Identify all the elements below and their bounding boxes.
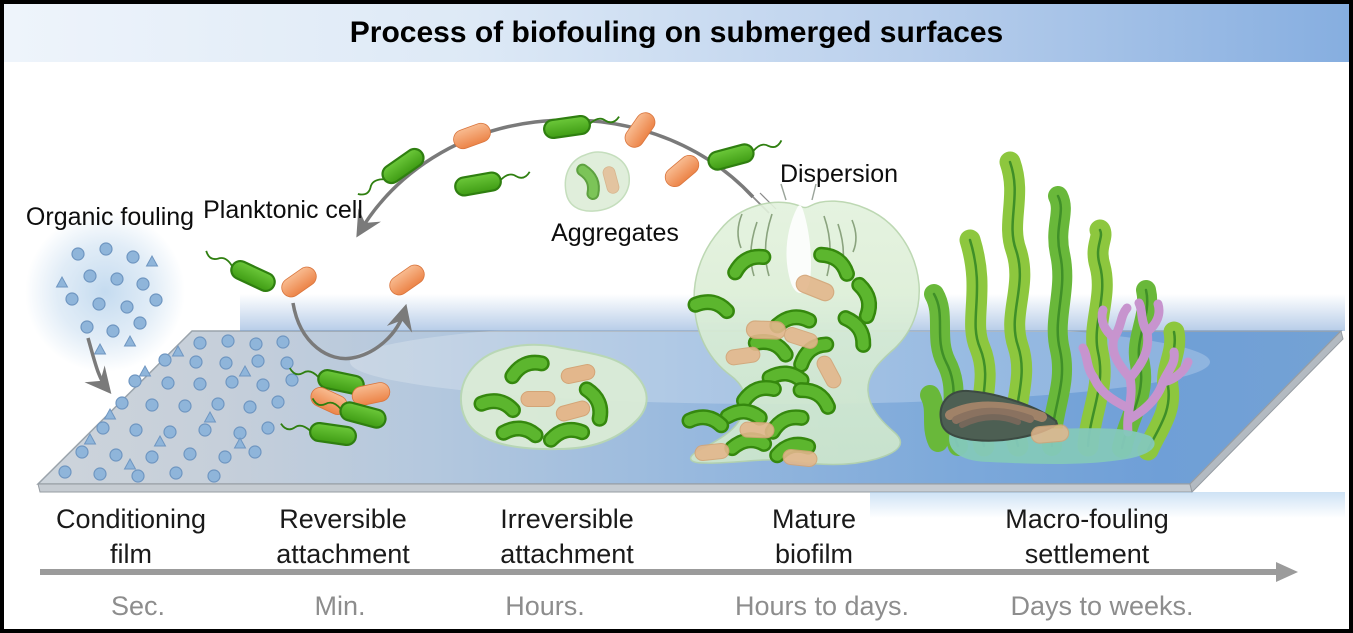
reversible-arrow — [291, 302, 413, 361]
header-banner: Process of biofouling on submerged surfa… — [4, 4, 1349, 62]
mature-biofilm — [690, 183, 920, 468]
settled-rod — [1030, 423, 1070, 445]
time-hours-to-days: Hours to days. — [734, 591, 910, 621]
label-organic-fouling: Organic fouling — [25, 203, 195, 231]
label-aggregates: Aggregates — [551, 219, 679, 247]
figure-title: Process of biofouling on submerged surfa… — [349, 16, 1004, 49]
time-min: Min. — [314, 591, 366, 621]
timeline-arrow — [40, 562, 1298, 582]
time-sec: Sec. — [110, 591, 166, 621]
organic-fouling-cluster — [25, 212, 185, 372]
aggregates-blob — [564, 151, 630, 212]
mussel — [939, 389, 1059, 442]
time-hours: Hours. — [505, 591, 585, 621]
label-dispersion: Dispersion — [779, 160, 899, 188]
irreversible-attachment-blob — [459, 343, 648, 451]
time-days-to-weeks: Days to weeks. — [1010, 591, 1194, 621]
coral — [1078, 298, 1193, 437]
organic-fouling-arrow — [84, 337, 112, 395]
label-planktonic-cell: Planktonic cell — [203, 196, 363, 224]
